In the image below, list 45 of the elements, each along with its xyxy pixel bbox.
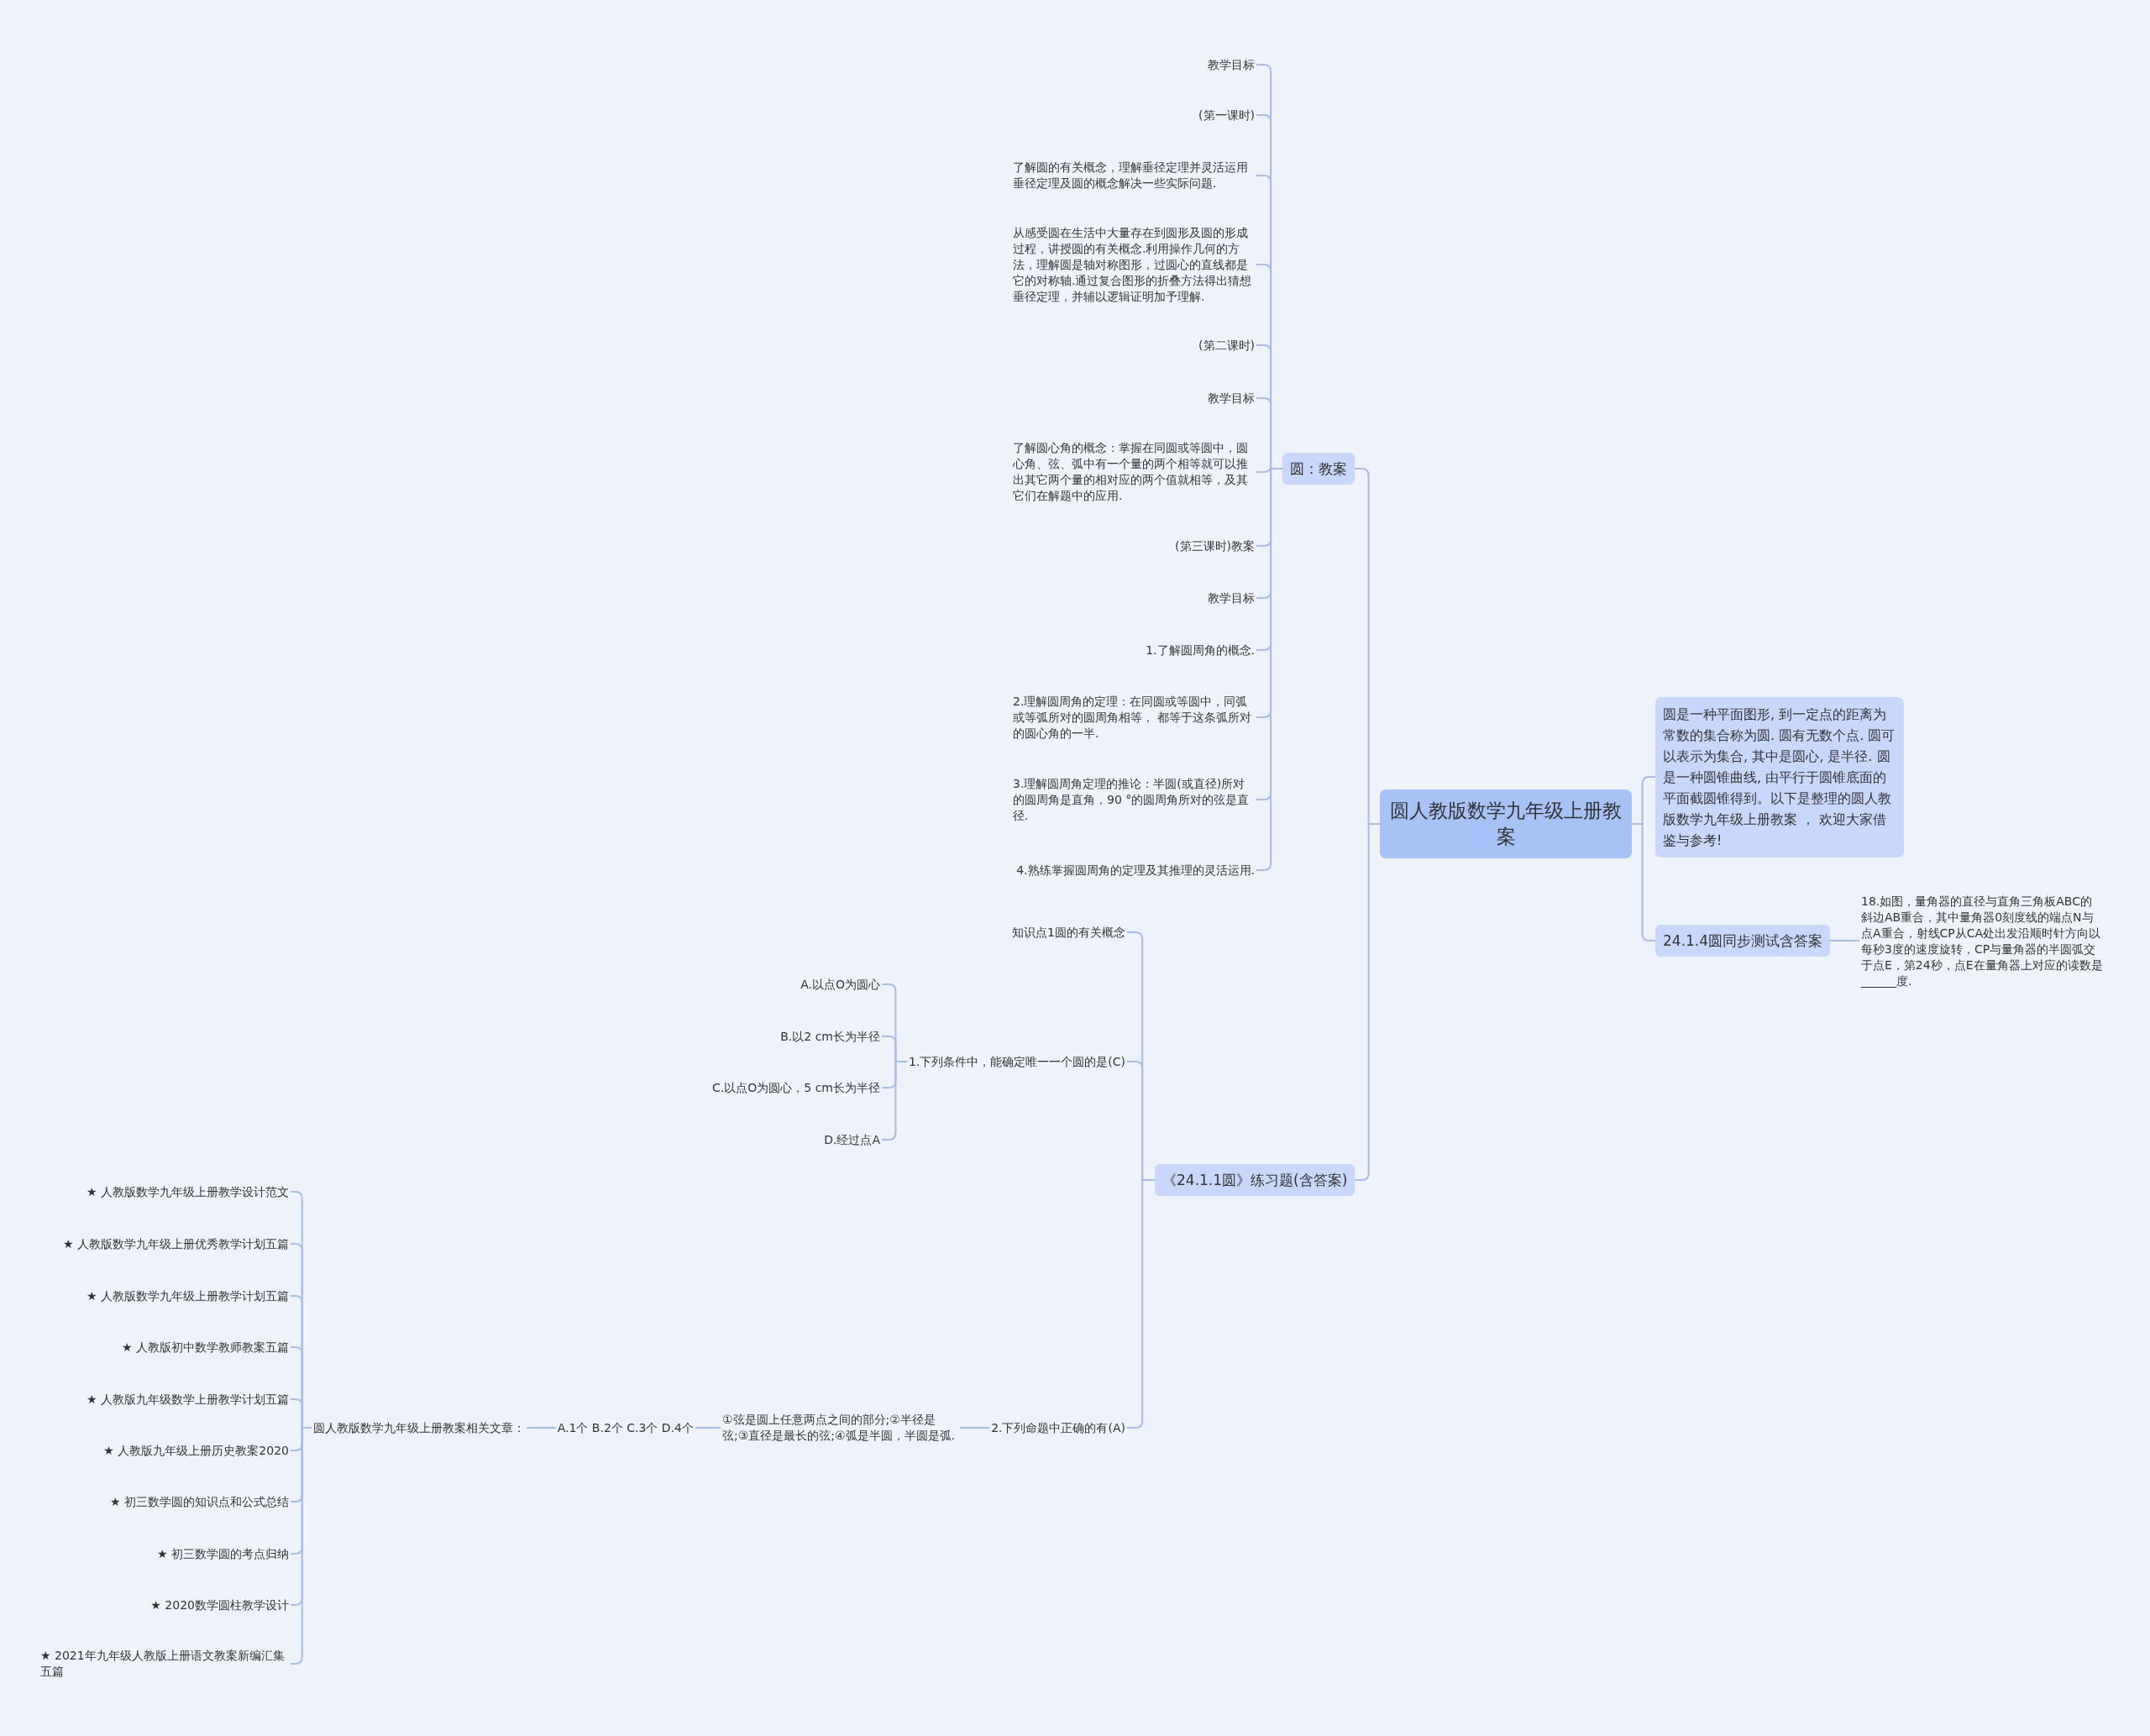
topic-text: ★ 人教版数学九年级上册优秀教学计划五篇	[61, 1235, 291, 1253]
topic-text: ★ 初三数学圆的知识点和公式总结	[108, 1492, 291, 1511]
topic-text: A.以点O为圆心	[799, 975, 882, 994]
topic-text: ①弦是圆上任意两点之间的部分;②半径是弦;③直径是最长的弦;④弧是半圆，半圆是弧.	[721, 1411, 960, 1445]
topic-text: 教学目标	[1206, 389, 1256, 407]
topic-text: 从感受圆在生活中大量存在到圆形及圆的形成过程，讲授圆的有关概念.利用操作几何的方法，理解圆是轴对称图形，过圆心的直线都是它的对称轴.通过复合图形的折叠方法得出猜想垂径定理，并辅以逻辑证明加予理解.	[1011, 223, 1256, 306]
connector-line	[526, 1427, 557, 1429]
topic-text: 圆人教版数学九年级上册教案相关文章：	[312, 1419, 527, 1437]
connector-line	[695, 1427, 721, 1429]
topic-text: 3.理解圆周角定理的推论：半圆(或直径)所对的圆周角是直角，90 °的圆周角所对的弦是直径.	[1011, 774, 1256, 825]
topic-text: ★ 人教版九年级数学上册教学计划五篇	[85, 1390, 291, 1408]
text-box: 圆是一种平面图形, 到一定点的距离为常数的集合称为圆. 圆有无数个点. 圆可以表示为集合, 其中是圆心, 是半径. 圆是一种圆锥曲线, 由平行于圆锥底面的平面截圆锥得到。以下是整理的圆人教版数学九年级上册教案 ， 欢迎大家借鉴与参考!	[1655, 696, 1904, 858]
connector-line	[1829, 940, 1860, 941]
topic-text: 2.下列命题中正确的有(A)	[989, 1419, 1127, 1437]
topic-text: 1.了解圆周角的概念.	[1144, 641, 1256, 659]
topic-box: 圆：教案	[1282, 453, 1355, 485]
topic-text: ★ 人教版数学九年级上册教学设计范文	[85, 1183, 291, 1201]
topic-text: (第二课时)	[1197, 336, 1256, 354]
topic-text: 4.熟练掌握圆周角的定理及其推理的灵活运用.	[1015, 861, 1256, 879]
topic-text: 教学目标	[1206, 589, 1256, 607]
topic-text: 1.下列条件中，能确定唯一一个圆的是(C)	[906, 1052, 1127, 1071]
topic-text: B.以2 cm长为半径	[779, 1027, 882, 1046]
topic-text: 了解圆的有关概念，理解垂径定理并灵活运用垂径定理及圆的概念解决一些实际问题.	[1011, 159, 1256, 192]
connector-line	[1631, 823, 1656, 941]
topic-text: ★ 2021年九年级人教版上册语文教案新编汇集五篇	[39, 1647, 291, 1681]
topic-box: 24.1.4圆同步测试含答案	[1655, 925, 1831, 957]
topic-text: 18.如图，量角器的直径与直角三角板ABC的斜边AB重合，其中量角器0刻度线的端点N与点A重合，射线CP从CA处出发沿顺时针方向以每秒3度的速度旋转，CP与量角器的半圆弧交于点E，第24秒，点E在量角器上对应的读数是______度.	[1859, 893, 2105, 990]
topic-text: 2.理解圆周角的定理：在同圆或等圆中，同弧或等弧所对的圆周角相等， 都等于这条弧所对的圆心角的一半.	[1011, 692, 1256, 742]
topic-text: ★ 2020数学圆柱教学设计	[149, 1596, 291, 1614]
central-topic-box: 圆人教版数学九年级上册教案	[1380, 789, 1632, 858]
topic-text: D.经过点A	[822, 1130, 882, 1149]
topic-text: 教学目标	[1206, 55, 1256, 74]
topic-text: ★ 人教版初中数学教师教案五篇	[120, 1338, 291, 1356]
topic-text: ★ 人教版数学九年级上册教学计划五篇	[85, 1287, 291, 1305]
connector-line	[1126, 1179, 1156, 1429]
topic-text: (第三课时)教案	[1173, 537, 1256, 555]
topic-text: C.以点O为圆心，5 cm长为半径	[711, 1078, 882, 1097]
topic-text: A.1个 B.2个 C.3个 D.4个	[555, 1419, 695, 1437]
topic-text: 知识点1圆的有关概念	[1010, 923, 1127, 941]
topic-text: 了解圆心角的概念：掌握在同圆或等圆中，圆心角、弦、弧中有一个量的两个相等就可以推出其它两个量的相对应的两个值就相等，及其它们在解题中的应用.	[1011, 439, 1256, 505]
topic-text: (第一课时)	[1197, 106, 1256, 124]
topic-text: ★ 初三数学圆的考点归纳	[155, 1545, 291, 1563]
topic-box: 《24.1.1圆》练习题(含答案)	[1155, 1164, 1356, 1196]
connector-line	[959, 1427, 991, 1429]
topic-text: ★ 人教版九年级上册历史教案2020	[102, 1441, 291, 1460]
